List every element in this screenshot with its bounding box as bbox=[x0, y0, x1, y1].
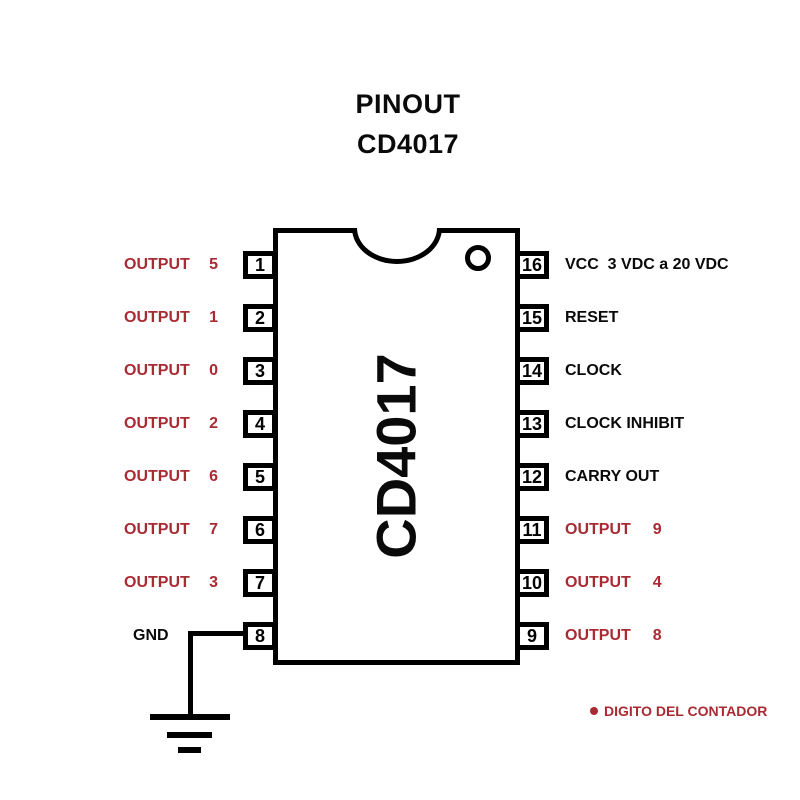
pin-3-label-name: OUTPUT bbox=[124, 362, 190, 379]
pin-14-box: 14 bbox=[515, 357, 549, 385]
pin-3-box: 3 bbox=[243, 357, 277, 385]
pin-10-label-digit: 4 bbox=[652, 574, 662, 591]
pin-6-label: OUTPUT 7 bbox=[124, 519, 218, 541]
pin-3-label-digit: 0 bbox=[209, 362, 218, 379]
pin-13-label: CLOCK INHIBIT bbox=[565, 413, 715, 435]
pin-7-label-digit: 3 bbox=[209, 574, 218, 591]
pin-15-box: 15 bbox=[515, 304, 549, 332]
pin-10-label: OUTPUT 4 bbox=[565, 572, 685, 594]
ground-symbol-icon bbox=[150, 714, 230, 720]
pin-11-label-digit: 9 bbox=[652, 521, 662, 538]
pin-1-label-digit: 5 bbox=[209, 256, 218, 273]
pin-16-box: 16 bbox=[515, 251, 549, 279]
pin-16-label-name: VCC 3 VDC a 20 VDC bbox=[565, 256, 729, 273]
pin-6-label-digit: 7 bbox=[209, 521, 218, 538]
pin-15-label-name: RESET bbox=[565, 309, 619, 326]
note-text: DIGITO DEL CONTADOR bbox=[604, 703, 768, 719]
counter-digit-note: DIGITO DEL CONTADOR bbox=[590, 703, 767, 719]
pin-5-label-digit: 6 bbox=[209, 468, 218, 485]
pin-7-label: OUTPUT 3 bbox=[124, 572, 218, 594]
pin-1-label-name: OUTPUT bbox=[124, 256, 190, 273]
pin-7-label-name: OUTPUT bbox=[124, 574, 190, 591]
pin-5-box: 5 bbox=[243, 463, 277, 491]
pin-5-label: OUTPUT 6 bbox=[124, 466, 218, 488]
pin-1-box: 1 bbox=[243, 251, 277, 279]
pin-2-label: OUTPUT 1 bbox=[124, 307, 218, 329]
pin-9-label: OUTPUT 8 bbox=[565, 625, 685, 647]
pin-8-label-name: GND bbox=[133, 627, 169, 644]
pin-9-label-digit: 8 bbox=[652, 627, 662, 644]
pin-4-label: OUTPUT 2 bbox=[124, 413, 218, 435]
gnd-wire-horizontal bbox=[188, 631, 245, 636]
pin-5-label-name: OUTPUT bbox=[124, 468, 190, 485]
pin-12-label-name: CARRY OUT bbox=[565, 468, 660, 485]
chip-body bbox=[273, 228, 520, 665]
orientation-dot-icon bbox=[465, 245, 491, 271]
pin-13-label-name: CLOCK INHIBIT bbox=[565, 415, 685, 432]
ground-symbol-bar2 bbox=[167, 732, 212, 738]
pin-6-box: 6 bbox=[243, 516, 277, 544]
pin-16-label: VCC 3 VDC a 20 VDC bbox=[565, 254, 745, 276]
ground-symbol-bar3 bbox=[178, 747, 201, 753]
pin-2-box: 2 bbox=[243, 304, 277, 332]
pin-13-box: 13 bbox=[515, 410, 549, 438]
pin-1-label: OUTPUT 5 bbox=[124, 254, 218, 276]
title-line-pinout: PINOUT bbox=[355, 89, 461, 119]
page-title: PINOUT CD4017 bbox=[308, 84, 508, 164]
pin-8-label: GND bbox=[133, 625, 227, 647]
pin-9-label-name: OUTPUT bbox=[565, 627, 631, 644]
pin-4-box: 4 bbox=[243, 410, 277, 438]
pin-9-box: 9 bbox=[515, 622, 549, 650]
pin-11-label-name: OUTPUT bbox=[565, 521, 631, 538]
pin-12-box: 12 bbox=[515, 463, 549, 491]
pin-2-label-name: OUTPUT bbox=[124, 309, 190, 326]
chip-label: CD4017 bbox=[364, 353, 428, 559]
pin-10-box: 10 bbox=[515, 569, 549, 597]
pin-7-box: 7 bbox=[243, 569, 277, 597]
pin-14-label: CLOCK bbox=[565, 360, 685, 382]
note-bullet-icon bbox=[590, 707, 598, 715]
pin-6-label-name: OUTPUT bbox=[124, 521, 190, 538]
pin-15-label: RESET bbox=[565, 307, 685, 329]
pin-2-label-digit: 1 bbox=[209, 309, 218, 326]
pin-4-label-digit: 2 bbox=[209, 415, 218, 432]
title-line-part-number: CD4017 bbox=[356, 129, 460, 159]
pin-10-label-name: OUTPUT bbox=[565, 574, 631, 591]
pin-8-box: 8 bbox=[243, 622, 277, 650]
pin-11-label: OUTPUT 9 bbox=[565, 519, 685, 541]
pin-3-label: OUTPUT 0 bbox=[124, 360, 218, 382]
pin-11-box: 11 bbox=[515, 516, 549, 544]
pin-4-label-name: OUTPUT bbox=[124, 415, 190, 432]
gnd-wire-vertical bbox=[188, 631, 193, 717]
pin-12-label: CARRY OUT bbox=[565, 466, 685, 488]
pin-14-label-name: CLOCK bbox=[565, 362, 622, 379]
